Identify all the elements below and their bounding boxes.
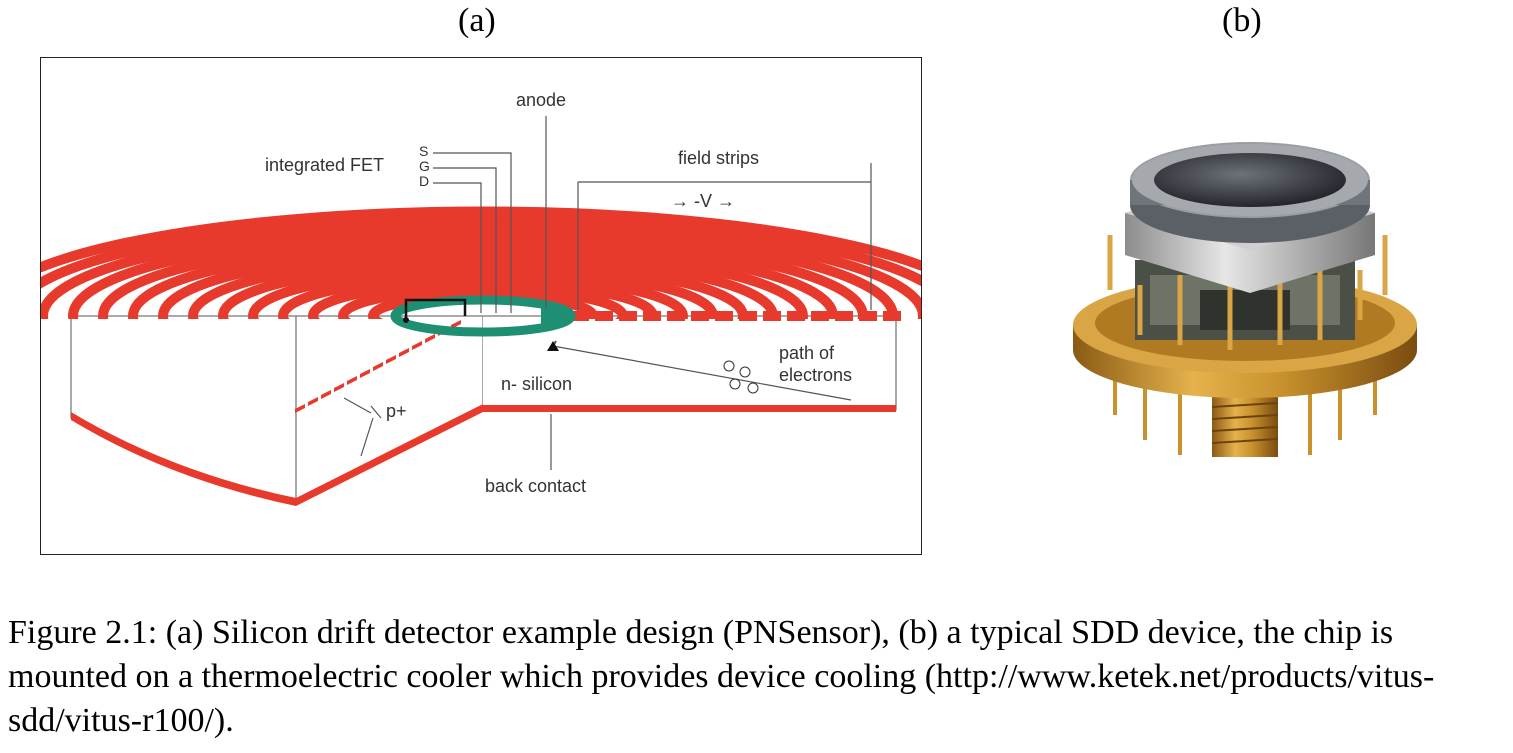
strip-section [373, 362, 383, 371]
fet-drain-label: D [419, 173, 430, 189]
strip-section [667, 311, 685, 321]
drift-ring [128, 239, 838, 319]
strip-section [643, 311, 661, 321]
sdd-cutaway-drawing [41, 116, 921, 506]
drift-ring [41, 206, 921, 273]
strip-section [715, 311, 733, 321]
n-silicon-label: n- silicon [501, 374, 573, 394]
strip-section [739, 311, 757, 321]
strip-section [883, 311, 901, 321]
strip-section [321, 390, 331, 399]
drift-ring [248, 265, 718, 319]
strip-section [347, 376, 357, 385]
strip-section [295, 404, 305, 413]
strip-section [334, 383, 344, 392]
fet-source-label: S [419, 143, 429, 159]
strip-section [619, 311, 637, 321]
anode-ring [390, 295, 576, 337]
sdd-device-photo [1073, 142, 1417, 457]
strip-section [859, 311, 877, 321]
electrons [723, 360, 759, 394]
drift-ring [41, 219, 921, 319]
panel-label-a: (a) [458, 2, 496, 39]
path-of-electrons-label: path of electrons [779, 343, 853, 385]
field-strips-label: field strips [678, 148, 760, 168]
strip-section [386, 355, 396, 364]
strip-section [308, 397, 318, 406]
strip-section [811, 311, 829, 321]
strip-section [691, 311, 709, 321]
strip-section [763, 311, 781, 321]
threaded-stud [1211, 395, 1279, 457]
strip-section [787, 311, 805, 321]
strip-section [595, 311, 613, 321]
back-contact-layer [71, 404, 896, 506]
voltage-label: → -V → [671, 191, 736, 211]
strip-section [571, 311, 589, 321]
front-section-strips [571, 311, 901, 321]
strip-section [835, 311, 853, 321]
fet-gate-label: G [419, 158, 430, 174]
drift-ring [41, 213, 921, 289]
electron-path-arrowhead [547, 341, 559, 351]
anode-label: anode [516, 90, 567, 110]
panel-label-b: (b) [1222, 2, 1262, 39]
bottom-pins [1113, 375, 1377, 455]
figure-caption: Figure 2.1: (a) Silicon drift detector e… [8, 614, 1435, 739]
strip-section [425, 334, 435, 343]
leader-lines [343, 116, 872, 470]
top-pins [1107, 235, 1388, 350]
strip-section [412, 341, 422, 350]
back-contact-label: back contact [485, 476, 587, 496]
sdd-diagram: anode integrated FET S G D field strips … [40, 57, 922, 555]
strip-section [360, 369, 370, 378]
detector-cap [1125, 142, 1375, 293]
strip-section [399, 348, 409, 357]
p-plus-label: p+ [386, 401, 407, 421]
fet-structure [403, 298, 467, 323]
integrated-fet-label: integrated FET [265, 155, 385, 175]
